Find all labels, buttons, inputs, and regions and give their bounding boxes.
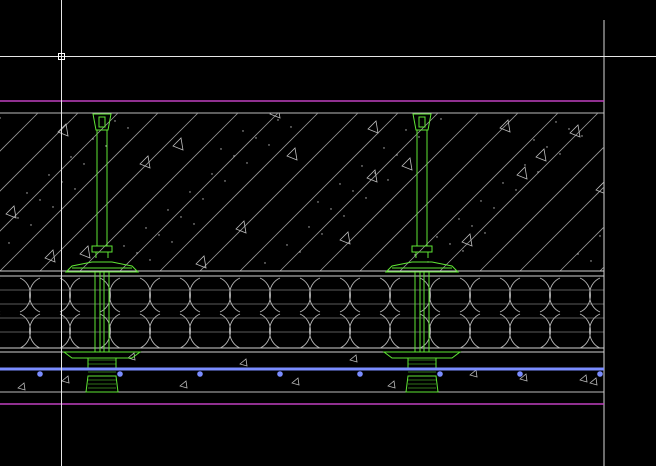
- crosshair-vertical: [61, 0, 62, 466]
- reinforcing-mesh: [0, 367, 604, 377]
- pickbox: [58, 53, 65, 60]
- concrete-slab: [0, 112, 604, 271]
- insulation-board: [0, 270, 604, 353]
- mortar-layer: [0, 352, 604, 393]
- crosshair-horizontal: [0, 56, 656, 57]
